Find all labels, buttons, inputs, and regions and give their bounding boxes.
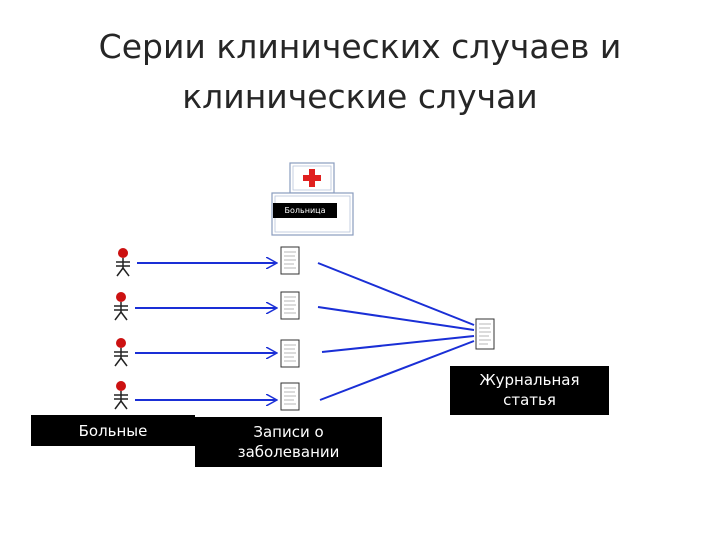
records-label-line-2: заболевании (237, 443, 340, 461)
patient-figure-1 (116, 248, 130, 277)
title-line-1: Серии клинических случаев и (98, 27, 622, 66)
records-label-line-1: Записи о (253, 423, 324, 441)
patients-label-text: Больные (78, 422, 148, 440)
journal-article-label-line-1: Журнальная (479, 371, 580, 389)
patient-figure-3 (114, 338, 128, 367)
record-document-1 (280, 246, 300, 275)
patient-figure-4 (114, 381, 128, 410)
record-document-4 (280, 382, 300, 411)
line-record-4-to-article (319, 340, 475, 401)
hospital-label: Больница (273, 203, 337, 218)
records-label: Записи о заболевании (195, 417, 382, 467)
red-cross-icon (303, 169, 321, 187)
line-record-2-to-article (317, 306, 475, 331)
hospital-icon (271, 162, 354, 236)
page-title: Серии клинических случаев и клинические … (60, 22, 660, 122)
line-record-3-to-article (321, 335, 475, 353)
journal-article-label: Журнальная статья (450, 366, 609, 415)
patient-figure-2 (114, 292, 128, 321)
record-document-3 (280, 339, 300, 368)
patients-label: Больные (31, 415, 195, 446)
journal-article-label-line-2: статья (503, 391, 556, 409)
journal-article-document (475, 318, 495, 350)
line-record-1-to-article (317, 262, 475, 326)
record-document-2 (280, 291, 300, 320)
title-line-2: клинические случаи (182, 77, 538, 116)
